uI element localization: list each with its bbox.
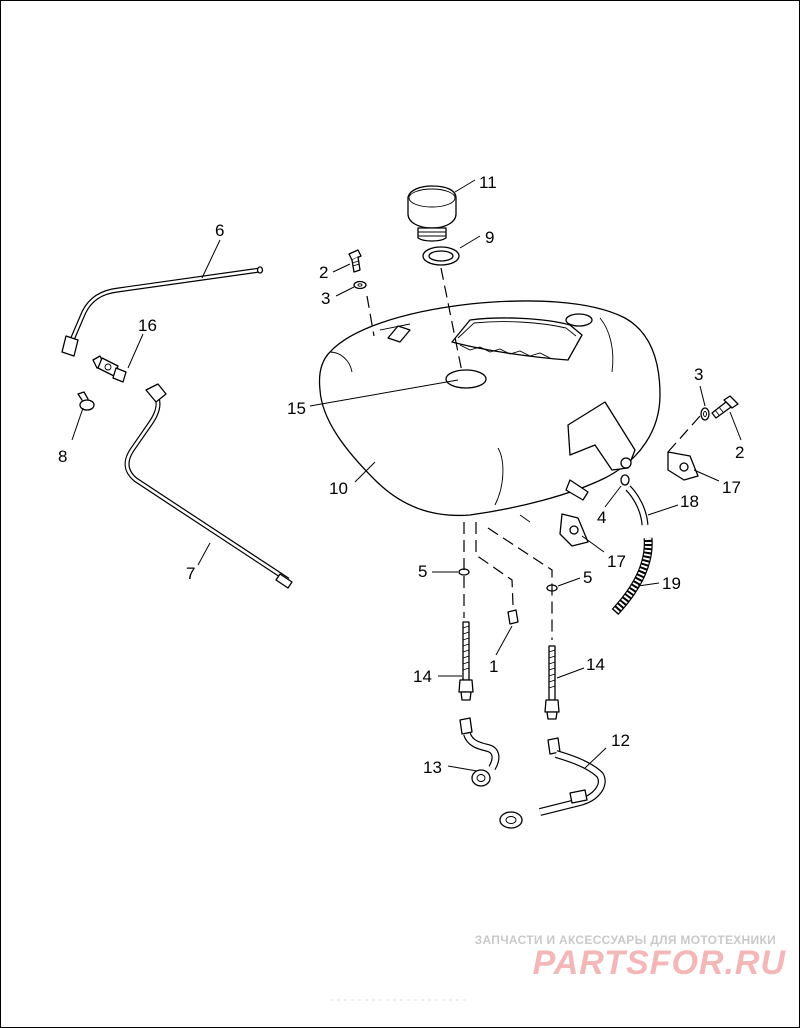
bracket-lower	[559, 513, 589, 547]
callout-8: 8	[58, 447, 67, 466]
callout-12: 12	[611, 731, 630, 750]
callout-14-right: 14	[586, 655, 605, 674]
filler-cap	[407, 185, 457, 242]
fuel-line-left	[458, 621, 474, 701]
bracket-right	[667, 451, 699, 481]
callout-9: 9	[485, 228, 494, 247]
callout-13: 13	[423, 758, 442, 777]
callout-16: 16	[138, 316, 157, 335]
callout-11: 11	[479, 173, 497, 192]
fuel-tank	[318, 300, 661, 523]
callout-18: 18	[680, 492, 699, 511]
screw-left	[348, 249, 362, 273]
callout-17-right: 17	[722, 478, 741, 497]
leader-lines	[71, 179, 742, 772]
fuel-line-right	[544, 645, 560, 720]
hose-clamp	[77, 391, 95, 411]
washer-right	[700, 407, 710, 421]
callout-6: 6	[215, 221, 224, 240]
washer-left	[353, 280, 367, 290]
vent-valve	[92, 355, 127, 383]
callout-15: 15	[287, 399, 306, 418]
callout-14-left: 14	[413, 667, 432, 686]
callout-3-left: 3	[321, 289, 330, 308]
hose-assembly-12	[499, 737, 606, 829]
callout-10: 10	[329, 479, 348, 498]
callout-7: 7	[186, 564, 195, 583]
vent-hose	[61, 266, 264, 357]
watermark-tagline: ЗАПЧАСТИ И АКСЕССУАРЫ ДЛЯ МОТОТЕХНИКИ	[474, 933, 776, 947]
callout-labels: 11 9 6 2 3 16 15 8 10 3 2 17 18 4 17 7 5…	[58, 173, 744, 777]
hose-assembly-13	[459, 717, 500, 787]
short-hose	[625, 485, 649, 526]
callout-2-right: 2	[735, 443, 744, 462]
callout-4: 4	[597, 508, 606, 527]
callout-19: 19	[662, 574, 681, 593]
callout-2-left: 2	[319, 263, 328, 282]
nut	[507, 609, 519, 625]
drain-hose	[124, 383, 293, 589]
screw-right	[711, 395, 739, 419]
callout-5-right: 5	[583, 568, 592, 587]
callout-3-right: 3	[694, 365, 703, 384]
callout-17-lower: 17	[607, 552, 626, 571]
watermark-logo: PARTSFOR.RU	[532, 944, 786, 982]
callout-5-left: 5	[418, 562, 427, 581]
corrugated-sleeve	[611, 537, 653, 616]
assembly-lines	[366, 267, 701, 640]
callout-1: 1	[489, 657, 498, 676]
grommet	[620, 474, 630, 486]
cap-gasket	[422, 246, 460, 266]
